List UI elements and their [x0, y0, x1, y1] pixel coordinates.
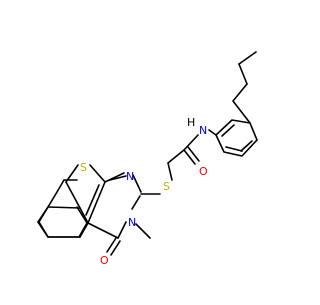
- bond: [232, 83, 248, 102]
- atom-label-n-ring-top: N: [126, 170, 134, 183]
- bond: [135, 223, 151, 239]
- bond: [238, 63, 248, 85]
- bond: [240, 140, 253, 152]
- bond: [238, 51, 257, 65]
- bond: [37, 206, 49, 223]
- bond: [85, 184, 100, 216]
- bond: [221, 124, 235, 137]
- bond: [110, 240, 121, 256]
- bond: [37, 221, 49, 238]
- atom-label-o-amide: O: [199, 165, 208, 178]
- bond: [87, 181, 106, 224]
- bond: [109, 175, 127, 181]
- atom-label-s-thioether: S: [163, 180, 170, 193]
- bond: [65, 181, 81, 209]
- atom-label-n-amide: N: [199, 124, 207, 137]
- bond: [208, 129, 217, 136]
- bond: [232, 100, 251, 124]
- atom-label-n-ring-methyl: N: [128, 216, 136, 229]
- bonds: [37, 51, 258, 256]
- bond: [167, 162, 173, 181]
- bond: [104, 172, 125, 183]
- phenyl-ring: [215, 119, 258, 157]
- molecule-svg: S N N O S O N H: [37, 51, 258, 267]
- bond: [167, 149, 185, 164]
- atom-label-h-amide: H: [187, 116, 195, 129]
- bond: [106, 237, 117, 253]
- bond: [183, 149, 196, 165]
- bond: [47, 206, 81, 209]
- bond: [79, 222, 89, 238]
- bond: [89, 164, 106, 183]
- structure-diagram: S N N O S O N H: [37, 51, 258, 267]
- bond: [117, 221, 127, 239]
- bond: [65, 164, 79, 183]
- bond: [131, 195, 141, 210]
- bond: [79, 207, 89, 224]
- atom-label-s-thiophene: S: [80, 161, 87, 174]
- bond: [225, 146, 243, 152]
- bond: [132, 174, 142, 193]
- bond: [87, 222, 119, 239]
- atom-label-o-ring: O: [100, 254, 109, 267]
- bond: [187, 146, 200, 162]
- bond: [183, 134, 199, 151]
